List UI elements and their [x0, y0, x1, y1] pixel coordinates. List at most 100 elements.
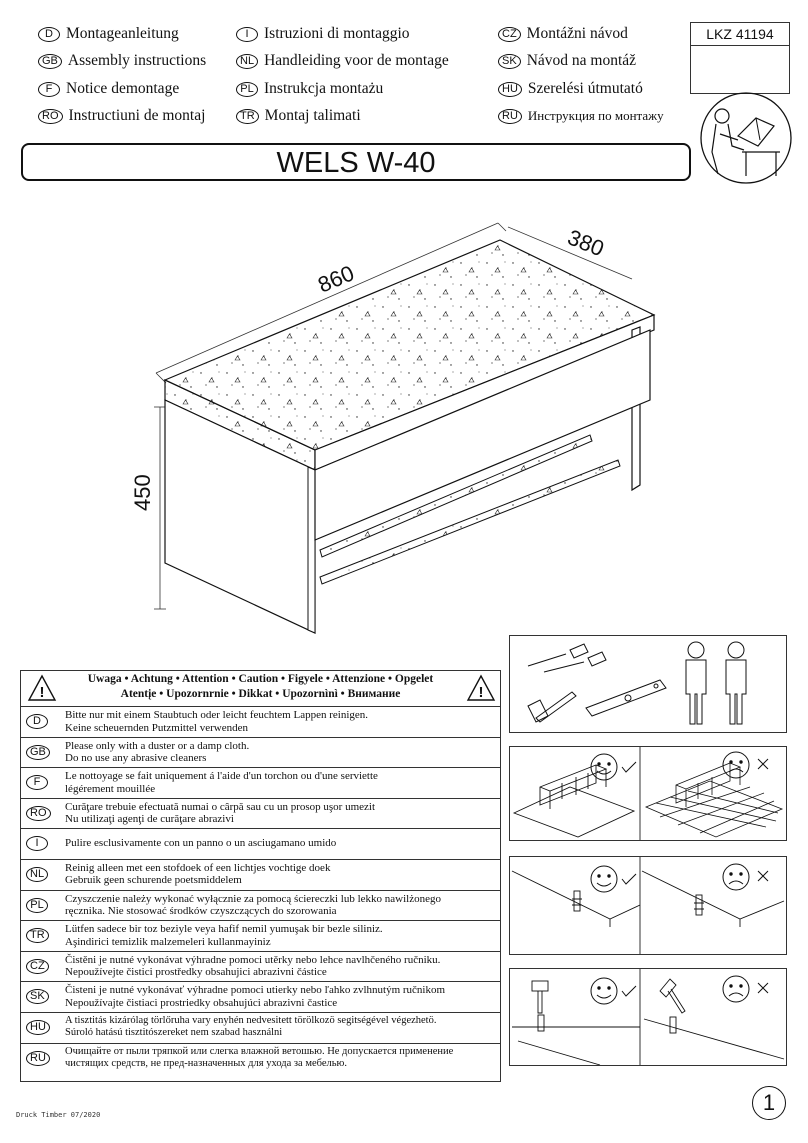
screwdriver-icon [527, 643, 607, 673]
product-drawing: 860 380 450 [130, 222, 656, 634]
language-code-badge: F [38, 81, 60, 97]
warning-heading-line: Uwaga • Achtung • Attention • Caution • … [87, 673, 434, 685]
language-label: Návod na montáž [526, 52, 637, 69]
warning-text: Aşindirici temizlik malzemeleri kullanma… [65, 935, 271, 948]
language-label: Instrukcja montażu [264, 80, 384, 97]
panel-with-dowel-illustration [511, 870, 641, 927]
language-item: D Montageanleitung [38, 24, 179, 44]
language-code-badge: D [38, 26, 60, 42]
sad-face-icon [722, 975, 750, 1003]
language-code-badge: HU [26, 1019, 50, 1035]
language-label: Szerelési útmutató [527, 80, 643, 97]
warning-text: Čisteni je nutné vykonávať výhradne pomo… [65, 984, 446, 997]
warning-text: Pulire esclusivamente con un panno o un … [65, 837, 337, 850]
cross-mark-icon [757, 758, 769, 770]
cardboard-under-furniture-illustration [512, 764, 636, 838]
panel-with-dowel-illustration [512, 1014, 640, 1066]
page-number: 1 [752, 1086, 786, 1120]
warning-row: GB Please only with a duster or a damp c… [21, 738, 500, 769]
warning-icon: ! [466, 674, 496, 701]
warning-row: PL Czyszczenie należy wykonać wyłącznie … [21, 891, 500, 922]
product-code-box: LKZ 41194 [690, 22, 790, 94]
warning-text: чистящих средств, не пред-назначенных дл… [65, 1058, 347, 1070]
warning-row: TR Lütfen sadece bir toz beziyle veya ha… [21, 921, 500, 952]
check-mark-icon [621, 873, 637, 885]
language-code-badge: GB [26, 744, 50, 760]
language-item: GB Assembly instructions [38, 51, 206, 71]
language-code-badge: PL [236, 81, 258, 97]
happy-face-icon [590, 865, 618, 893]
two-persons-icon [685, 641, 747, 725]
warning-text: Súroló hatású tisztitószereket nem szaba… [65, 1027, 283, 1039]
happy-face-icon [590, 977, 618, 1005]
language-label: Assembly instructions [67, 52, 207, 69]
warning-text: Reinig alleen met een stofdoek of een li… [65, 861, 331, 874]
language-item: TR Montaj talimati [236, 106, 361, 126]
cross-mark-icon [757, 870, 769, 882]
hammer-icon [531, 980, 549, 1014]
warning-text: Curăţare trebuie efectuată numai o cârpă… [65, 800, 376, 813]
warning-text: ręcznika. Nie stosować środków czyszcząc… [65, 905, 337, 918]
warning-text: Czyszczenie należy wykonać wyłącznie za … [65, 892, 441, 905]
sad-face-icon [722, 751, 750, 779]
language-item: HU Szerelési útmutató [498, 79, 643, 99]
hammer-icon [659, 978, 686, 1014]
panel-with-dowel-illustration [643, 1016, 785, 1060]
warning-row: I Pulire esclusivamente con un panno o u… [21, 829, 500, 860]
tools-panel [509, 635, 787, 733]
language-item: F Notice demontage [38, 79, 179, 99]
language-code-badge: CZ [498, 26, 521, 42]
language-code-badge: TR [26, 928, 49, 944]
sad-face-icon [722, 863, 750, 891]
product-code: LKZ 41194 [691, 23, 789, 46]
print-footer: Druck Timber 07/2020 [16, 1111, 101, 1119]
language-label: Handleiding voor de montage [264, 52, 449, 69]
language-code-badge: NL [26, 866, 49, 882]
language-code-badge: RO [26, 805, 51, 821]
hammering-panel [509, 968, 787, 1066]
dimension-height: 450 [130, 406, 166, 610]
language-code-badge: PL [26, 897, 48, 913]
svg-text:!: ! [40, 684, 45, 701]
warning-text: Nu utilizaţi agenţi de curăţare abrazivi [65, 813, 234, 826]
warning-text: Do no use any abrasive cleaners [65, 752, 207, 765]
read-instructions-icon [700, 92, 792, 184]
language-item: PL Instrukcja montażu [236, 79, 383, 99]
language-code-badge: RO [38, 108, 63, 124]
language-code-badge: RU [498, 108, 522, 124]
warning-row: CZ Čistěni je nutné vykonávat výhradne p… [21, 952, 500, 983]
warning-text: Nepoužívajte čistiaci prostriedky obsahu… [65, 996, 338, 1009]
depth-label: 380 [564, 224, 607, 261]
language-item: NL Handleiding voor de montage [236, 51, 449, 71]
warning-heading-line: Atentįe • Upozornrnie • Dikkat • Upozorn… [120, 688, 401, 700]
warning-text: Nepoužívejte čistici prostředky obsahuji… [65, 966, 327, 979]
warning-text: Keine scheuernden Putzmittel verwenden [65, 721, 248, 734]
warning-text: légérement mouillée [65, 782, 156, 795]
language-item: CZ Montážni návod [498, 24, 628, 44]
language-code-badge: SK [498, 53, 521, 69]
drawer [314, 329, 651, 541]
care-warning-table: ! ! Uwaga • Achtung • Attention • Cautio… [20, 670, 501, 1082]
language-label: Montageanleitung [66, 25, 179, 42]
language-item: RU Инструкция по монтажу [498, 106, 664, 126]
language-code-badge: D [26, 714, 48, 729]
warning-row: RO Curăţare trebuie efectuată numai o câ… [21, 799, 500, 830]
warning-text: Please only with a duster or a damp clot… [65, 739, 250, 752]
language-label: Instructiuni de montaj [68, 107, 206, 124]
warning-row: F Le nottoyage se fait uniquement á l'ai… [21, 768, 500, 799]
width-label: 860 [314, 260, 358, 297]
language-label: Инструкция по монтажу [527, 108, 664, 123]
language-label: Istruzioni di montaggio [264, 25, 410, 42]
warning-text: Le nottoyage se fait uniquement á l'aide… [65, 770, 378, 783]
language-item: RO Instructiuni de montaj [38, 106, 205, 126]
language-code-badge: GB [38, 53, 62, 69]
warning-text: Bitte nur mit einem Staubtuch oder leich… [65, 709, 369, 721]
language-code-badge: I [26, 836, 48, 852]
happy-face-icon [590, 753, 618, 781]
language-code-badge: RU [26, 1050, 50, 1066]
language-code-badge: TR [236, 108, 259, 124]
warning-heading: ! ! Uwaga • Achtung • Attention • Cautio… [21, 671, 500, 707]
dowel-panel [509, 856, 787, 955]
panel-with-dowel-illustration [641, 870, 785, 927]
cross-mark-icon [757, 982, 769, 994]
